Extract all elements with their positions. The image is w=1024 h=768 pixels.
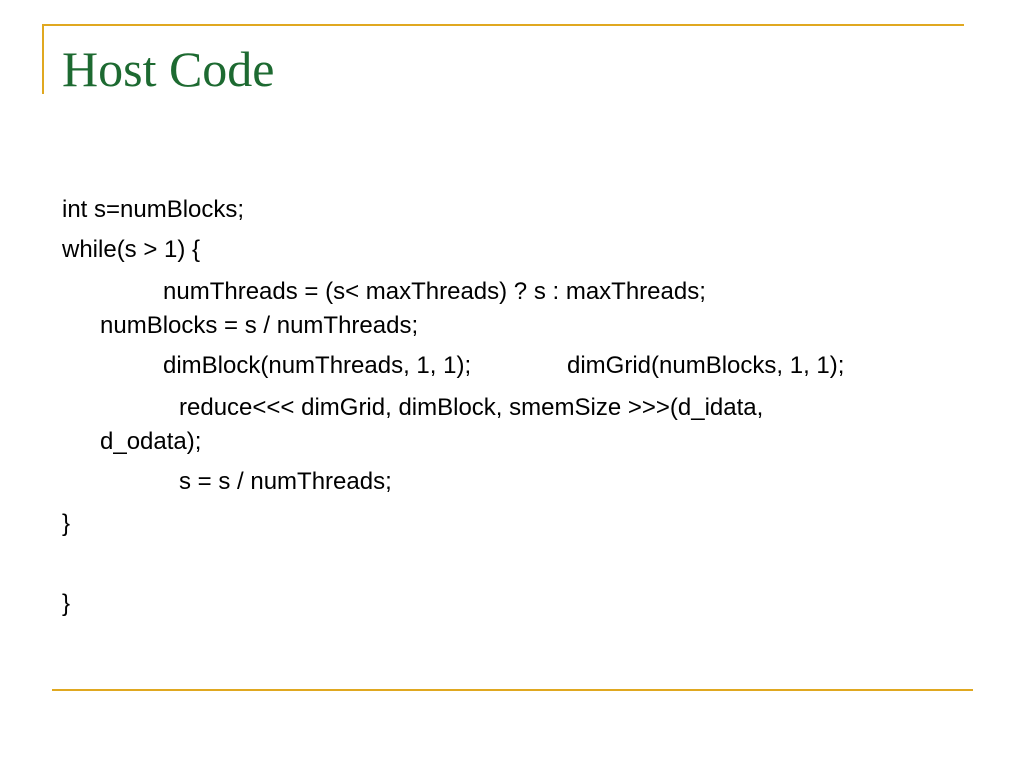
left-accent-line: [42, 24, 44, 94]
code-line-1: int s=numBlocks;: [62, 196, 245, 223]
slide-title: Host Code: [62, 41, 275, 97]
code-line-9: s = s / numThreads;: [179, 468, 392, 495]
code-line-11: }: [62, 590, 71, 617]
bottom-accent-line: [52, 689, 973, 691]
code-line-7: reduce<<< dimGrid, dimBlock, smemSize >>…: [179, 394, 764, 421]
code-line-5: dimBlock(numThreads, 1, 1);: [163, 352, 472, 379]
code-line-4: numBlocks = s / numThreads;: [100, 312, 419, 339]
code-line-6: dimGrid(numBlocks, 1, 1);: [567, 352, 845, 379]
code-line-3: numThreads = (s< maxThreads) ? s : maxTh…: [163, 278, 706, 305]
code-line-10: }: [62, 510, 71, 537]
top-accent-line: [42, 24, 964, 26]
code-line-8: d_odata);: [100, 428, 202, 455]
code-line-2: while(s > 1) {: [62, 236, 201, 263]
